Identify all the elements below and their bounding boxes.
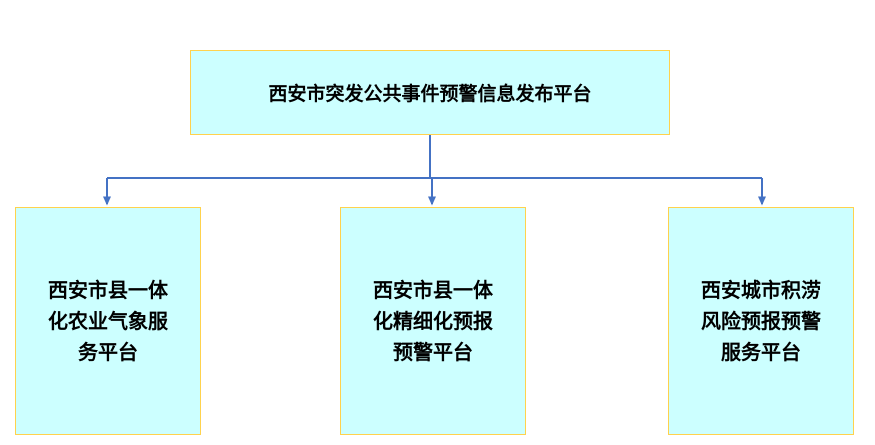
- child-node-label-line: 风险预报预警: [701, 308, 821, 333]
- child-node-label-line: 西安市县一体: [48, 277, 168, 302]
- root-node-label: 西安市突发公共事件预警信息发布平台: [268, 83, 592, 105]
- child-node-waterlogging-risk-service: 西安城市积涝 风险预报预警 服务平台: [668, 207, 854, 435]
- child-node-label-line: 化农业气象服: [48, 308, 168, 333]
- child-node-label-line: 西安城市积涝: [701, 277, 821, 302]
- child-node-label-line: 务平台: [78, 339, 138, 364]
- child-node-refined-forecast-warning: 西安市县一体 化精细化预报 预警平台: [340, 207, 526, 435]
- child-node-label-line: 西安市县一体: [373, 277, 493, 302]
- child-node-label-line: 化精细化预报: [373, 308, 493, 333]
- child-node-label-line: 服务平台: [721, 339, 801, 364]
- child-node-agriculture-weather-service: 西安市县一体 化农业气象服 务平台: [15, 207, 201, 435]
- child-node-label-line: 预警平台: [393, 339, 473, 364]
- root-node-warning-platform: 西安市突发公共事件预警信息发布平台: [190, 50, 670, 135]
